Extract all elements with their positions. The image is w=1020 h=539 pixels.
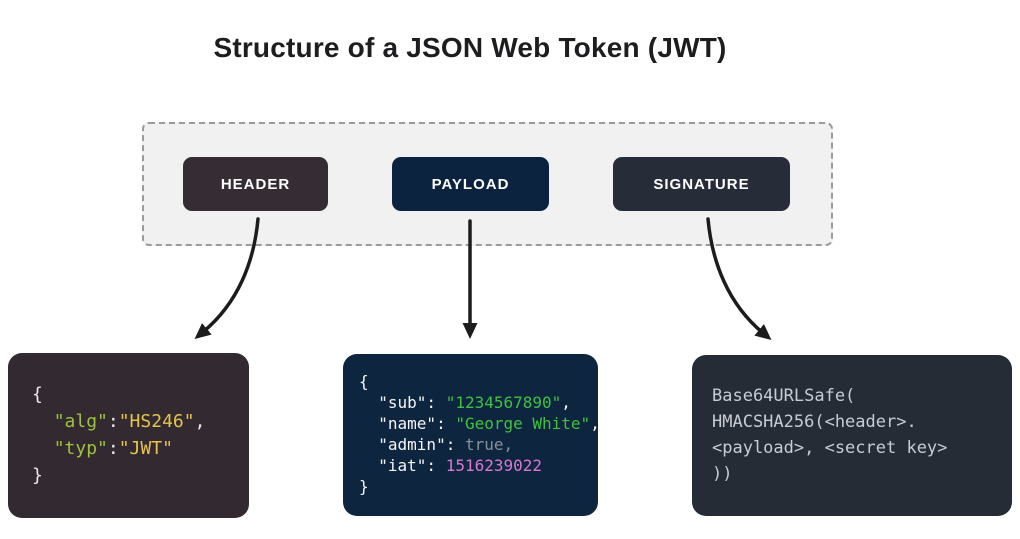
payload-chip: PAYLOAD — [392, 157, 549, 211]
code-token: "alg" — [53, 411, 108, 432]
code-token: )) — [712, 464, 733, 484]
code-token: <payload>, <secret key> — [712, 438, 948, 458]
code-token: "sub": — [359, 393, 446, 412]
code-token: { — [32, 384, 43, 405]
code-token: : — [107, 438, 119, 459]
code-token: { — [359, 372, 369, 391]
payload-code-block: { "sub": "1234567890", "name": "George W… — [343, 354, 598, 516]
header-chip-label: HEADER — [220, 175, 291, 193]
code-token: , — [590, 414, 598, 433]
code-line: )) — [712, 461, 1012, 487]
signature-chip-label: SIGNATURE — [653, 175, 750, 193]
code-line: "name": "George White", — [359, 413, 598, 434]
code-line: { — [359, 371, 598, 392]
code-token: } — [359, 477, 369, 496]
code-token: } — [32, 465, 43, 486]
code-line: "typ":"JWT" — [32, 435, 249, 462]
code-line: "sub": "1234567890", — [359, 392, 598, 413]
code-token: "admin": — [359, 435, 465, 454]
code-token: "typ" — [53, 438, 108, 459]
code-token: , — [194, 411, 206, 432]
code-line: "iat": 1516239022 — [359, 455, 598, 476]
header-chip: HEADER — [183, 157, 328, 211]
payload-chip-label: PAYLOAD — [431, 175, 510, 193]
code-line: <payload>, <secret key> — [712, 435, 1012, 461]
code-token: "1234567890" — [445, 393, 562, 412]
signature-code-block: Base64URLSafe( HMACSHA256(<header>. <paylo… — [692, 355, 1012, 516]
code-token: HMACSHA256(<header>. — [712, 412, 917, 432]
code-token: "George White" — [455, 414, 591, 433]
code-token: "HS246" — [118, 411, 195, 432]
code-line: } — [32, 462, 249, 489]
code-token: 1516239022 — [445, 456, 543, 475]
code-token: "JWT" — [118, 438, 173, 459]
diagram-title: Structure of a JSON Web Token (JWT) — [213, 32, 727, 63]
code-line: "admin": true, — [359, 434, 598, 455]
code-line: "alg":"HS246", — [32, 408, 249, 435]
code-line: { — [32, 381, 249, 408]
code-token — [32, 438, 54, 459]
code-token: "iat": — [359, 456, 446, 475]
signature-chip: SIGNATURE — [613, 157, 790, 211]
code-line: Base64URLSafe( — [712, 383, 1012, 409]
code-token: true, — [464, 435, 514, 454]
code-token: "name": — [359, 414, 456, 433]
code-token: , — [561, 393, 571, 412]
code-line: HMACSHA256(<header>. — [712, 409, 1012, 435]
code-token: : — [107, 411, 119, 432]
code-token — [32, 411, 54, 432]
code-line: } — [359, 476, 598, 497]
header-code-block: { "alg":"HS246", "typ":"JWT"} — [8, 353, 249, 518]
code-token: Base64URLSafe( — [712, 386, 856, 406]
